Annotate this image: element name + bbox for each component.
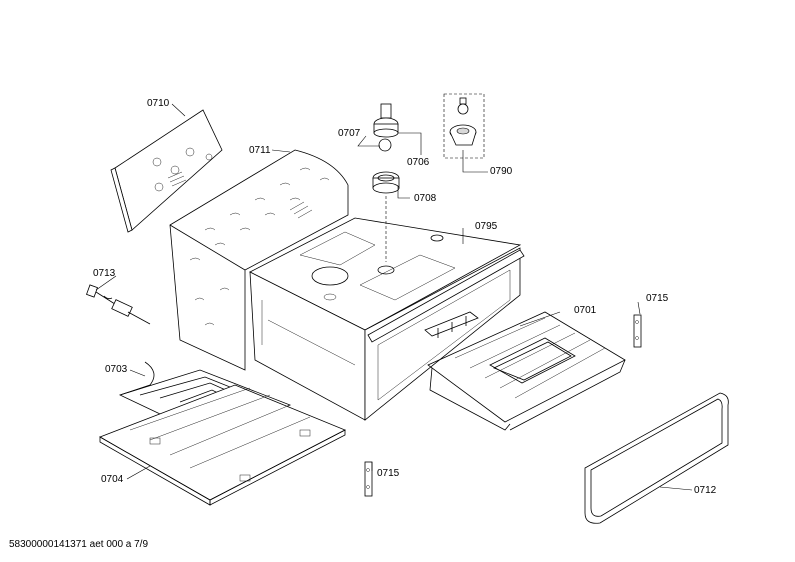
label-0707: 0707: [338, 128, 361, 139]
label-0706: 0706: [407, 157, 430, 168]
part-0712-door-gasket: [584, 392, 729, 524]
document-reference: 58300000141371 aet 000 a 7/9: [9, 539, 149, 550]
label-0710: 0710: [147, 98, 170, 109]
part-0795-oven-cavity: [249, 217, 525, 421]
label-0701: 0701: [574, 305, 597, 316]
label-0703: 0703: [105, 364, 128, 375]
label-0715-right: 0715: [646, 293, 669, 304]
label-0708: 0708: [414, 193, 437, 204]
part-0790-lamp-kit: [443, 93, 485, 159]
part-0706-0707-lamp-assembly: [373, 103, 399, 152]
label-0704: 0704: [101, 474, 124, 485]
part-0704-bottom-panel: [99, 384, 346, 506]
label-0795: 0795: [475, 221, 498, 232]
leader-lines: [95, 103, 693, 491]
part-0715-rack-guide-right: [633, 314, 642, 348]
label-0713: 0713: [93, 268, 116, 279]
label-0712: 0712: [694, 485, 717, 496]
part-0710-insulation-plate: [110, 109, 223, 233]
label-0715-bottom: 0715: [377, 468, 400, 479]
part-0701-oven-rack: [424, 311, 626, 431]
part-0715-rack-guide-bottom: [364, 461, 373, 497]
part-0713-sensor: [86, 284, 151, 325]
part-0708-lamp-ring: [372, 171, 400, 262]
label-0790: 0790: [490, 166, 513, 177]
label-0711: 0711: [249, 145, 271, 156]
part-0711-insulation-wrap: [169, 149, 349, 371]
